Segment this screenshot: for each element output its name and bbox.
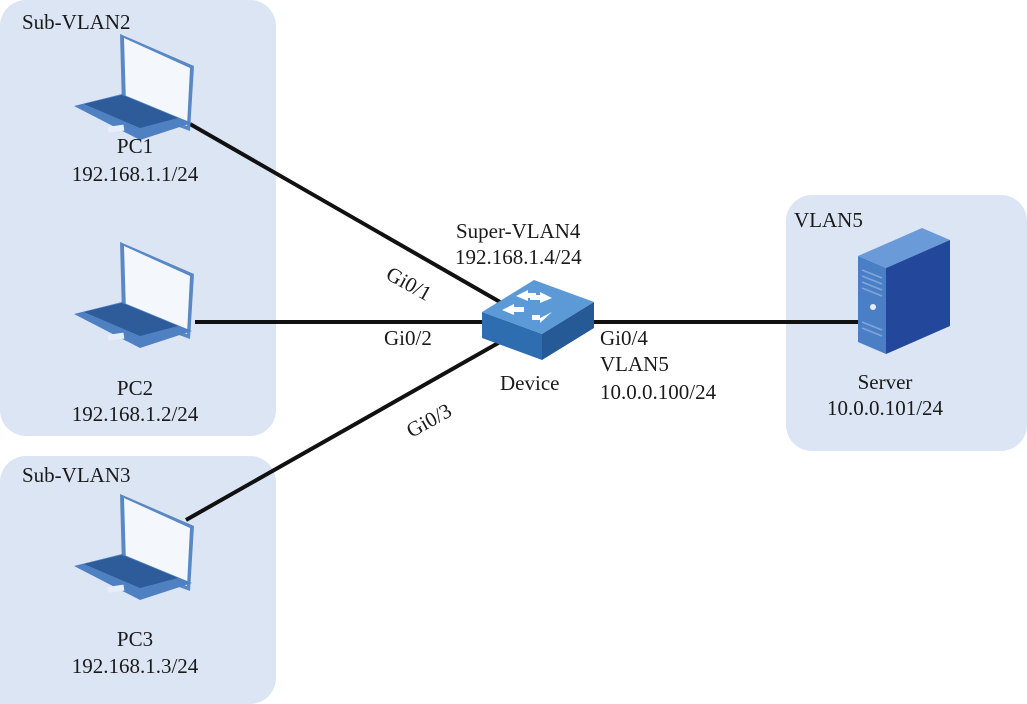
pc3-name: PC3: [116, 627, 154, 651]
device-name: Device: [500, 371, 560, 395]
zone-title-vlan5: VLAN5: [794, 208, 863, 232]
pc3-ip: 192.168.1.3/24: [71, 654, 199, 678]
laptop-icon: [74, 34, 194, 140]
link-gi0-1: [189, 122, 501, 304]
pc1-ip: 192.168.1.1/24: [71, 162, 199, 186]
pc2-name: PC2: [116, 376, 154, 400]
port-label-gi0-2: Gi0/2: [384, 326, 432, 350]
device-ip: 192.168.1.4/24: [455, 245, 582, 269]
port-label-gi0-4: Gi0/4: [600, 326, 648, 350]
server-ip: 10.0.0.101/24: [826, 396, 944, 420]
port-gi0-4-ip: 10.0.0.100/24: [600, 380, 717, 404]
port-gi0-4-vlan: VLAN5: [600, 352, 669, 376]
server-name: Server: [857, 370, 913, 394]
link-gi0-3: [185, 340, 501, 522]
zone-title-sub-vlan2: Sub-VLAN2: [22, 10, 131, 34]
zone-title-sub-vlan3: Sub-VLAN3: [22, 463, 131, 487]
switch-icon: [482, 280, 594, 360]
device-vlan: Super-VLAN4: [456, 219, 581, 243]
pc1-name: PC1: [116, 134, 154, 158]
pc2-ip: 192.168.1.2/24: [71, 402, 199, 426]
laptop-icon: [74, 242, 194, 348]
laptop-icon: [74, 494, 194, 600]
server-icon: [858, 228, 950, 354]
